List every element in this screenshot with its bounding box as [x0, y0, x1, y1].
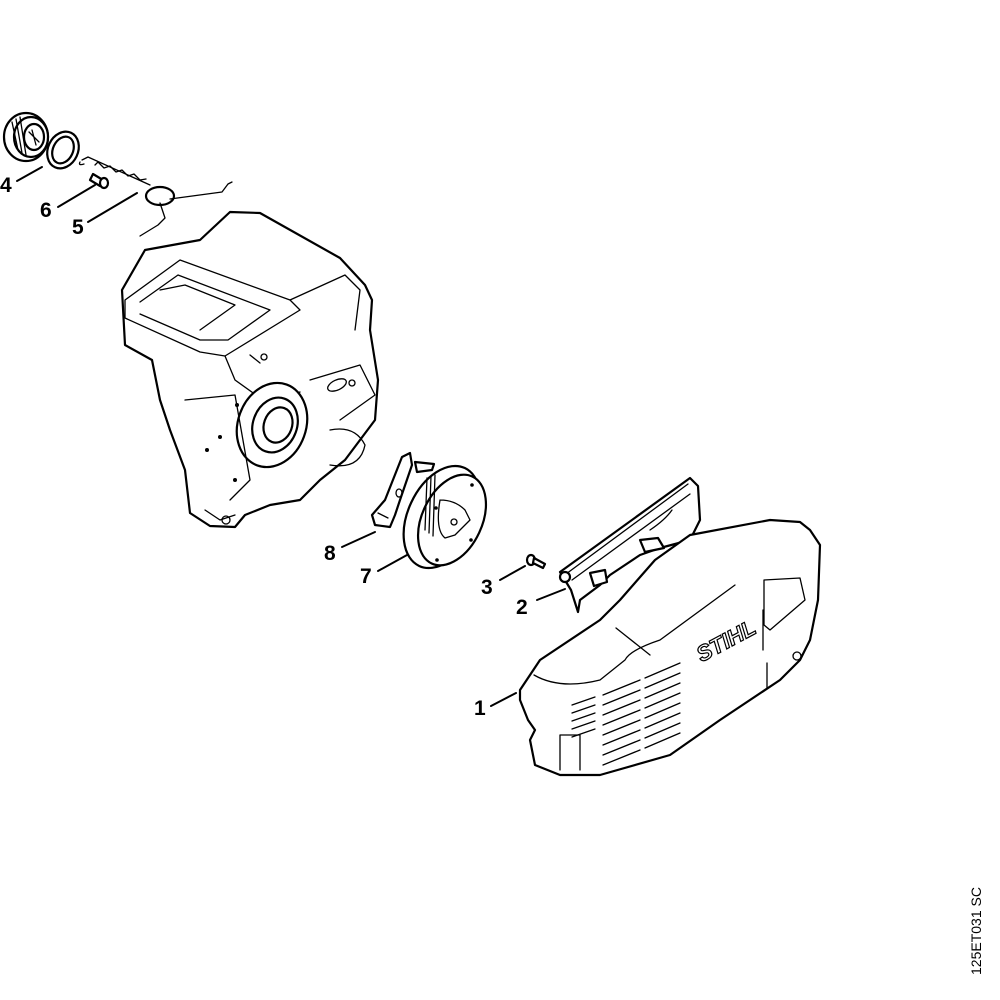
- cap-part: [2, 111, 50, 163]
- sprocket-cover-part: STIHL: [518, 518, 822, 777]
- crankcase-part: [120, 210, 380, 529]
- bracket-part: [370, 451, 436, 529]
- drawing-code: 125ET031 SC: [968, 887, 984, 975]
- callout-5: 5: [72, 216, 84, 239]
- callout-4: 4: [0, 174, 12, 197]
- callout-3: 3: [481, 576, 493, 599]
- callout-2: 2: [516, 596, 528, 619]
- callout-7: 7: [360, 565, 372, 588]
- callout-6: 6: [40, 199, 52, 222]
- clutch-drum-part: [402, 464, 488, 570]
- wire-clip-part: [78, 156, 233, 237]
- vent-slots: [571, 662, 681, 766]
- callout-8: 8: [324, 542, 336, 565]
- leader-lines: [16, 166, 566, 707]
- washer-part: [46, 130, 80, 170]
- tensioner-plate-part: [558, 476, 702, 614]
- callout-1: 1: [474, 697, 486, 720]
- screw-part: [525, 553, 547, 570]
- small-screw-part: [88, 172, 110, 190]
